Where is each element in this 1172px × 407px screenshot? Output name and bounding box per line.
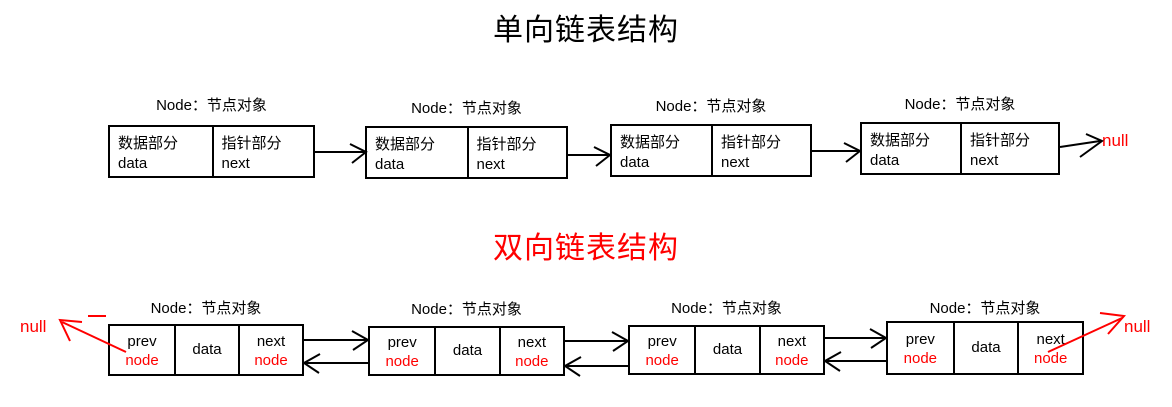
doubly-node-1-data-cell: data xyxy=(174,326,238,374)
singly-node-2-next-line2: next xyxy=(476,155,505,173)
doubly-list-title: 双向链表结构 xyxy=(493,232,679,265)
doubly-node-2: prev node data next node xyxy=(368,326,565,376)
singly-node-1-next-line1: 指针部分 xyxy=(221,134,282,152)
singly-node-3: 数据部分 data 指针部分 next xyxy=(610,124,812,177)
singly-arrow-1-head xyxy=(349,143,368,164)
doubly-node-3-next-line2: node xyxy=(775,352,809,369)
singly-node-caption-1: Node：节点对象 xyxy=(156,97,267,114)
singly-node-4-data-cell: 数据部分 data xyxy=(862,124,960,173)
doubly-node-3-prev-cell: prev node xyxy=(630,327,694,373)
doubly-node-caption-1: Node：节点对象 xyxy=(150,300,262,317)
doubly-node-1-next-line1: next xyxy=(256,333,286,350)
doubly-node-4-data-cell: data xyxy=(952,323,1018,373)
doubly-node-1-prev-line1: prev xyxy=(127,333,157,350)
doubly-node-4-data-line1: data xyxy=(971,338,1001,356)
singly-arrow-2-head xyxy=(593,146,612,167)
singly-node-caption-3: Node：节点对象 xyxy=(655,98,767,115)
singly-node-2-data-cell: 数据部分 data xyxy=(367,128,467,177)
doubly-node-3-data-cell: data xyxy=(694,327,758,373)
doubly-head-null-head xyxy=(58,318,83,342)
singly-node-2-next-line1: 指针部分 xyxy=(476,135,537,153)
singly-node-3-next-cell: 指针部分 next xyxy=(711,126,810,175)
doubly-head-null-label: null xyxy=(20,317,47,336)
doubly-node-3-next-cell: next node xyxy=(758,327,823,373)
doubly-arrow-bwd-3-head xyxy=(823,351,842,372)
singly-node-4-data-line2: data xyxy=(870,151,900,169)
singly-list-title: 单向链表结构 xyxy=(493,14,679,47)
doubly-arrow-bwd-2-head xyxy=(563,356,582,377)
doubly-node-2-next-line1: next xyxy=(517,334,546,351)
singly-node-3-data-cell: 数据部分 data xyxy=(612,126,711,175)
doubly-arrow-bwd-1-head xyxy=(302,353,321,374)
doubly-node-caption-4: Node：节点对象 xyxy=(929,300,1041,317)
singly-node-3-data-line2: data xyxy=(620,153,650,171)
singly-arrow-tail-line xyxy=(1059,140,1101,148)
singly-tail-null-label: null xyxy=(1102,131,1129,150)
doubly-node-1: prev node data next node xyxy=(108,324,304,376)
doubly-node-1-next-line2: node xyxy=(254,352,288,369)
singly-node-4-next-cell: 指针部分 next xyxy=(960,124,1058,173)
doubly-node-1-prev-cell: prev node xyxy=(110,326,174,374)
doubly-arrow-fwd-2-head xyxy=(611,331,630,352)
doubly-node-1-next-cell: next node xyxy=(238,326,302,374)
doubly-arrow-fwd-1-head xyxy=(351,330,370,351)
doubly-node-2-prev-line2: node xyxy=(385,353,419,370)
doubly-node-3-data-line1: data xyxy=(712,340,743,358)
doubly-node-3-next-line1: next xyxy=(777,333,806,350)
singly-node-1-next-cell: 指针部分 next xyxy=(211,127,314,176)
doubly-node-4-prev-cell: prev node xyxy=(888,323,953,373)
doubly-node-3-prev-line2: node xyxy=(645,352,679,369)
doubly-tail-null-label: null xyxy=(1124,317,1151,336)
singly-node-2-data-line1: 数据部分 xyxy=(375,135,436,153)
singly-node-4-data-line1: 数据部分 xyxy=(870,131,931,149)
doubly-node-caption-2: Node：节点对象 xyxy=(411,301,522,318)
doubly-tail-null-head xyxy=(1099,312,1127,335)
singly-node-2: 数据部分 data 指针部分 next xyxy=(365,126,568,179)
singly-node-1: 数据部分 data 指针部分 next xyxy=(108,125,315,178)
singly-node-2-data-line2: data xyxy=(375,155,405,173)
singly-node-caption-2: Node：节点对象 xyxy=(411,100,522,117)
doubly-node-2-next-line2: node xyxy=(515,353,549,370)
doubly-arrow-fwd-3-head xyxy=(869,328,888,349)
singly-node-4-next-line1: 指针部分 xyxy=(970,131,1031,149)
doubly-node-4-prev-line2: node xyxy=(903,350,938,367)
singly-node-2-next-cell: 指针部分 next xyxy=(466,128,567,177)
doubly-node-3-prev-line1: prev xyxy=(647,333,677,350)
singly-node-3-data-line1: 数据部分 xyxy=(620,133,681,151)
doubly-node-4-prev-line1: prev xyxy=(905,331,935,348)
singly-node-1-data-line2: data xyxy=(118,154,148,172)
singly-node-1-data-cell: 数据部分 data xyxy=(110,127,212,176)
doubly-node-2-prev-cell: prev node xyxy=(370,328,434,374)
singly-node-caption-4: Node：节点对象 xyxy=(904,96,1016,113)
doubly-node-caption-3: Node：节点对象 xyxy=(671,300,782,317)
doubly-node-4: prev node data next node xyxy=(886,321,1084,375)
doubly-node-2-data-line1: data xyxy=(452,341,483,359)
doubly-node-2-data-cell: data xyxy=(434,328,498,374)
doubly-node-4-next-line2: node xyxy=(1033,350,1068,367)
doubly-node-3: prev node data next node xyxy=(628,325,825,375)
doubly-node-2-prev-line1: prev xyxy=(387,334,417,351)
singly-node-3-next-line2: next xyxy=(721,153,750,171)
singly-arrow-tail-head xyxy=(1079,133,1104,158)
singly-node-4: 数据部分 data 指针部分 next xyxy=(860,122,1060,175)
doubly-node-2-next-cell: next node xyxy=(498,328,563,374)
doubly-node-4-next-line1: next xyxy=(1036,331,1065,348)
singly-arrow-3-head xyxy=(843,142,862,163)
doubly-node-1-prev-line2: node xyxy=(125,352,159,369)
singly-node-1-next-line2: next xyxy=(221,154,250,172)
singly-node-3-next-line1: 指针部分 xyxy=(721,133,782,151)
doubly-node-4-next-cell: next node xyxy=(1017,323,1082,373)
doubly-node-1-data-line1: data xyxy=(192,340,222,358)
singly-node-1-data-line1: 数据部分 xyxy=(118,134,179,152)
singly-node-4-next-line2: next xyxy=(970,151,999,169)
